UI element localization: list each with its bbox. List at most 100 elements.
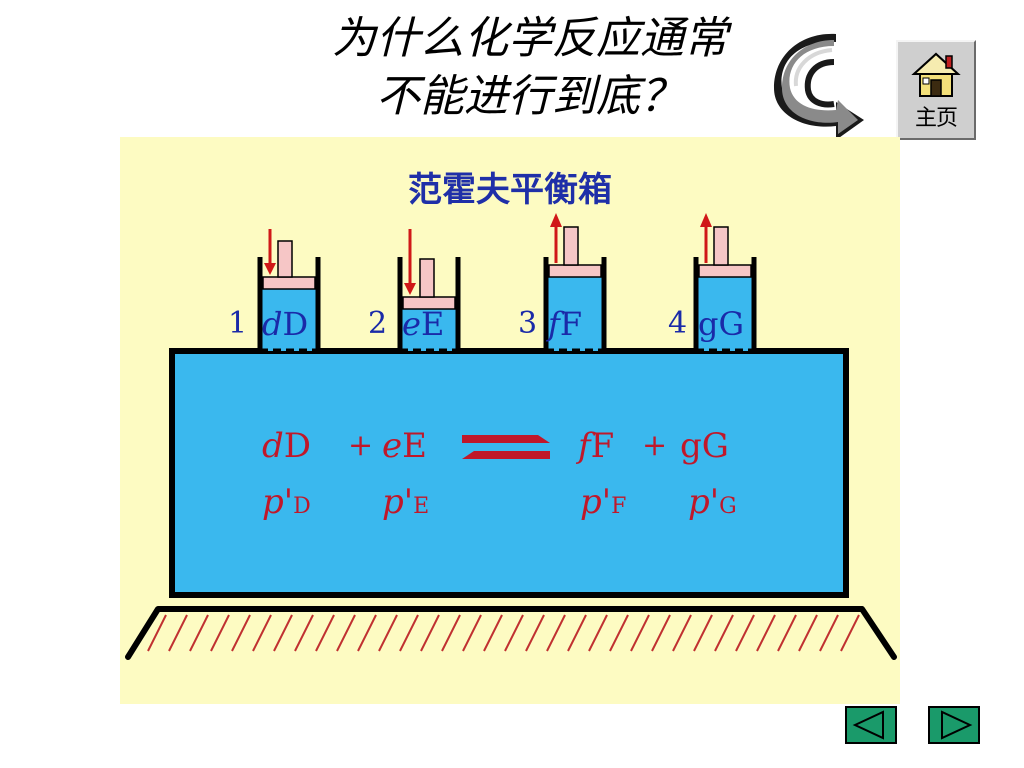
chamber-species-label: fF — [546, 305, 582, 343]
chamber-3: 3 fF — [518, 213, 607, 354]
hatch-line — [840, 614, 860, 652]
reactant-d-species: D — [284, 426, 311, 466]
piston — [698, 264, 752, 278]
hatch-line — [147, 614, 167, 652]
next-slide-button[interactable] — [928, 706, 980, 744]
ground — [125, 606, 897, 660]
hatch-line — [630, 614, 650, 652]
equilibrium-arrows-icon — [462, 435, 550, 459]
product-g-coef: g — [680, 426, 702, 466]
hatch-line — [420, 614, 440, 652]
pressure-subscript: E — [413, 494, 429, 519]
chamber-gas — [696, 277, 754, 351]
chamber-species: D — [282, 305, 308, 343]
pressure-symbol: p' — [688, 482, 719, 522]
product-g-species: G — [702, 426, 729, 466]
hatch-line — [798, 614, 818, 652]
chamber-species-label: dD — [262, 305, 308, 343]
partial-pressure-D: p'D — [262, 482, 311, 522]
hatch-line — [567, 614, 587, 652]
pressure-subscript: D — [293, 494, 311, 519]
pressure-subscript: G — [719, 494, 737, 519]
chamber-number: 2 — [368, 306, 387, 341]
hatch-line — [525, 614, 545, 652]
reactant-e-coef: e — [382, 426, 402, 466]
hatch-line — [714, 614, 734, 652]
chamber-species-label: gG — [698, 305, 744, 343]
partial-pressure-F: p'F — [580, 482, 626, 522]
piston — [262, 276, 316, 290]
hatch-line — [651, 614, 671, 652]
triangle-right-icon — [928, 706, 980, 744]
pressure-symbol: p' — [382, 482, 413, 522]
product-f: fF — [575, 426, 614, 466]
plus-sign-right: + — [642, 428, 667, 463]
title-line-1: 为什么化学反应通常 — [332, 13, 728, 64]
home-button[interactable]: 主页 — [896, 40, 976, 140]
ground-hatching — [147, 614, 860, 652]
chamber-1: 1 dD — [228, 229, 321, 354]
hatch-line — [210, 614, 230, 652]
chamber-number: 1 — [228, 306, 247, 341]
triangle-left-icon — [845, 706, 897, 744]
product-g: gG — [680, 426, 729, 466]
chamber-number: 3 — [518, 306, 537, 341]
hatch-line — [735, 614, 755, 652]
pressure-symbol: p' — [262, 482, 293, 522]
product-f-species: F — [591, 426, 615, 466]
arrow-down-icon — [264, 263, 276, 275]
previous-slide-button[interactable] — [845, 706, 897, 744]
reaction-box — [169, 348, 849, 598]
hatch-line — [231, 614, 251, 652]
hatch-line — [504, 614, 524, 652]
reaction-equation: dD + eE fF + gG — [262, 426, 729, 466]
slide-title: 为什么化学反应通常 不能进行到底？ — [250, 10, 810, 126]
title-line-2: 不能进行到底？ — [376, 71, 684, 122]
chamber-coef: e — [402, 305, 421, 343]
piston — [548, 264, 602, 278]
home-button-label: 主页 — [914, 106, 958, 131]
hatch-line — [168, 614, 188, 652]
hatch-line — [546, 614, 566, 652]
chamber-gas — [400, 309, 458, 351]
hatch-line — [609, 614, 629, 652]
return-arrow-button[interactable] — [772, 32, 868, 144]
hatch-line — [588, 614, 608, 652]
hatch-line — [399, 614, 419, 652]
hatch-line — [252, 614, 272, 652]
hatch-line — [294, 614, 314, 652]
partial-pressure-E: p'E — [382, 482, 429, 522]
arrow-up-icon — [550, 213, 562, 227]
reactant-d-coef: d — [262, 426, 284, 466]
chamber-species: G — [718, 305, 744, 343]
reactant-d: dD — [262, 426, 311, 466]
piston-rod — [419, 258, 435, 298]
hatch-line — [693, 614, 713, 652]
arrow-down-icon — [404, 283, 416, 295]
reactant-e: eE — [382, 426, 427, 466]
chamber-species: E — [421, 305, 444, 343]
hatch-line — [819, 614, 839, 652]
chamber-species-label: eE — [402, 305, 444, 343]
hatch-line — [462, 614, 482, 652]
chamber-coef: g — [698, 305, 718, 343]
piston-rod — [277, 240, 293, 278]
diagram-heading: 范霍夫平衡箱 — [408, 170, 612, 210]
hatch-line — [777, 614, 797, 652]
reactant-e-species: E — [402, 426, 427, 466]
hatch-line — [336, 614, 356, 652]
chamber-number: 4 — [668, 306, 687, 341]
arrow-up-icon — [700, 213, 712, 227]
curved-return-arrow-icon — [774, 33, 864, 140]
house-icon — [911, 52, 961, 97]
chamber-gas — [260, 289, 318, 351]
partial-pressure-G: p'G — [688, 482, 737, 522]
pressure-subscript: F — [611, 494, 626, 519]
hatch-line — [273, 614, 293, 652]
plus-sign-left: + — [348, 428, 373, 463]
hatch-line — [483, 614, 503, 652]
